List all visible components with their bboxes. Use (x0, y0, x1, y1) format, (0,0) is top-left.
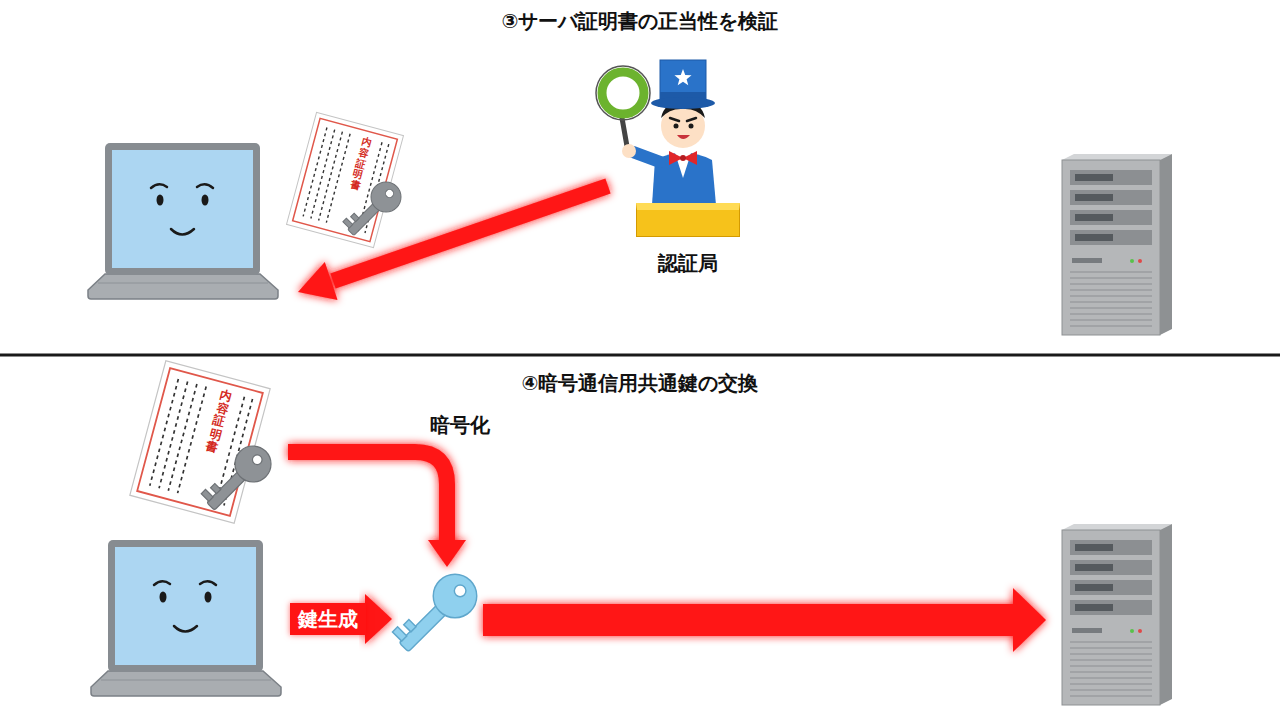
certificate-title: 内容証明書 (349, 135, 373, 191)
authority-podium: 認証局 (636, 203, 740, 237)
paddle-ring (602, 72, 644, 114)
arrow-shaft (288, 452, 447, 541)
node-label: 鍵生成 (298, 606, 358, 632)
arrow-label: 暗号化 (430, 412, 490, 439)
hat-brim (651, 97, 715, 109)
authority-mouth (677, 135, 690, 139)
authority-figure (596, 60, 716, 205)
top-hat (660, 60, 706, 102)
arrow-head (298, 262, 338, 300)
laptop-icon (91, 540, 281, 696)
panel-title: ③サーバ証明書の正当性を検証 (502, 8, 779, 35)
red-arrow (298, 186, 608, 300)
bow-tie (680, 155, 686, 161)
panel-divider (0, 354, 1280, 357)
arrow-head (428, 540, 466, 567)
authority-arm (633, 152, 660, 162)
red-arrow (288, 452, 466, 567)
arrow-box: 鍵生成 (290, 603, 366, 635)
server-icon (1062, 524, 1172, 705)
paddle-rim (596, 66, 650, 120)
arrow-head (365, 594, 392, 644)
node-label: 認証局 (607, 250, 769, 277)
server-icon (1062, 154, 1172, 335)
authority-shirt (674, 150, 692, 178)
arrow-shaft (333, 186, 608, 281)
arrow-head (1013, 588, 1046, 652)
shared-key-icon (388, 565, 485, 662)
certificate-icon (287, 112, 404, 247)
authority-eye (689, 124, 694, 129)
authority-eye (674, 124, 679, 129)
authority-hand (622, 144, 636, 158)
arrow-shaft (483, 604, 1015, 636)
laptop-icon (88, 143, 278, 299)
hat-star (674, 69, 691, 85)
red-arrow (483, 588, 1046, 652)
certificate-icon (130, 361, 270, 523)
authority-brow (670, 118, 696, 121)
panel-title: ④暗号通信用共通鍵の交換 (522, 370, 759, 397)
certificate-title: 内容証明書 (205, 389, 234, 456)
